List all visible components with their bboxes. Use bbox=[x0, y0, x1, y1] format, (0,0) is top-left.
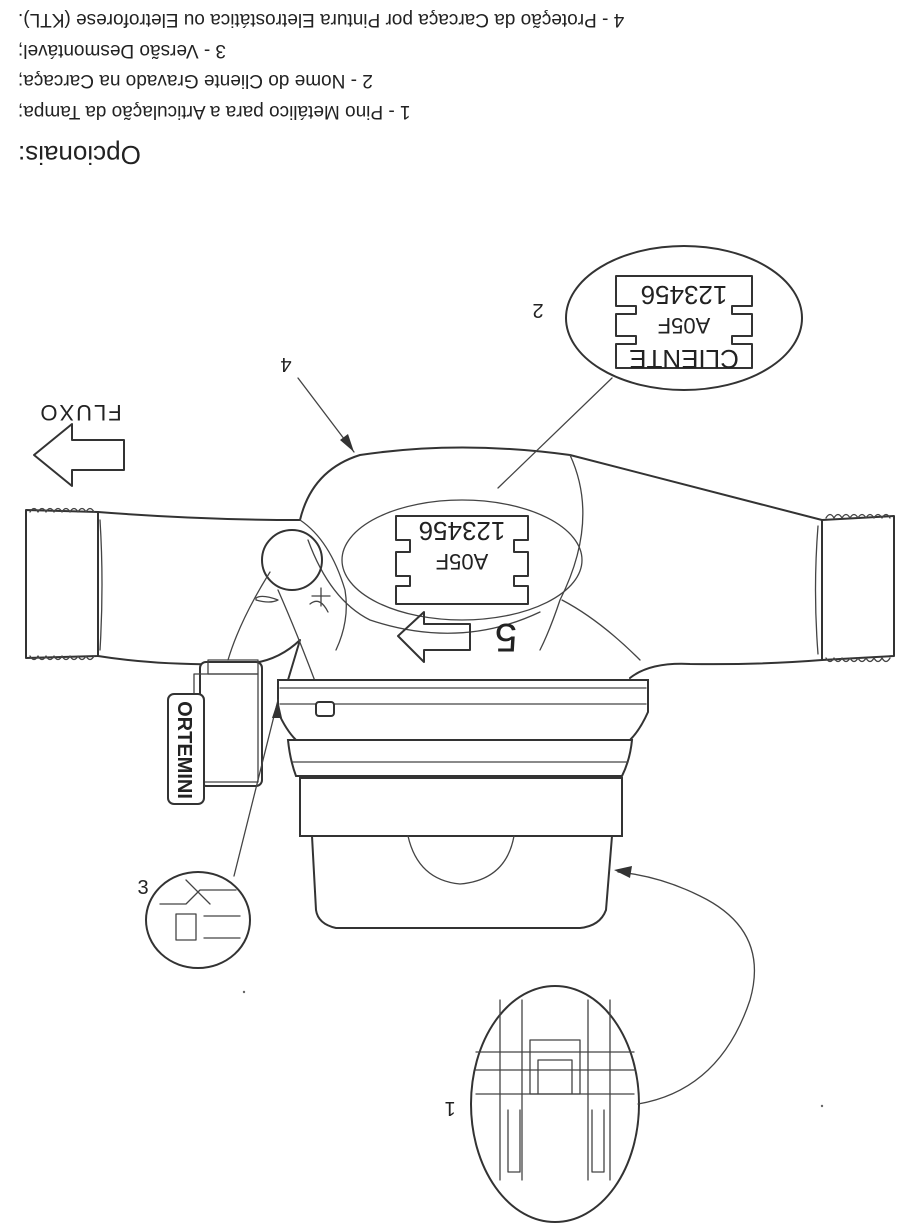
option-item-3: 3 - Versão Desmontável; bbox=[18, 40, 226, 61]
options-heading: Opcionais: bbox=[18, 140, 141, 170]
callout-3-arrowhead-icon bbox=[272, 700, 282, 718]
detail-engraving-serial: 123456 bbox=[641, 280, 728, 310]
casing-flow-arrow-icon bbox=[397, 611, 471, 663]
body-engraving-plate: 123456 A05F bbox=[395, 515, 529, 605]
hinge-pin-boss bbox=[261, 529, 323, 591]
callout-4: 4 bbox=[280, 353, 355, 453]
casing-dn-label: 5 bbox=[495, 615, 517, 659]
callout-2-detail: 2 CLIENTE A05F 123456 bbox=[497, 245, 803, 489]
brand-label: ORTEMINI bbox=[173, 701, 195, 799]
flow-arrow-icon bbox=[33, 423, 125, 487]
callout-1-detail: 1 bbox=[444, 866, 756, 1223]
body-engraving-serial: 123456 bbox=[419, 516, 506, 546]
meter-casing bbox=[97, 446, 823, 681]
right-thread-connection bbox=[814, 513, 895, 663]
callout-4-number: 4 bbox=[280, 353, 291, 375]
callout-3-detail: 3 bbox=[137, 699, 282, 969]
body-engraving-model: A05F bbox=[436, 549, 489, 574]
callout-3-number: 3 bbox=[137, 877, 148, 899]
options-text-block: Opcionais: 1 - Pino Metálico para a Arti… bbox=[18, 9, 624, 170]
scan-speck bbox=[820, 1104, 824, 1108]
flow-label: FLUXO bbox=[38, 400, 121, 425]
detail-engraving-client: CLIENTE bbox=[629, 344, 739, 374]
option-item-4: 4 - Proteção da Carcaça por Pintura Elet… bbox=[18, 9, 624, 30]
engraving-highlight-ellipse bbox=[341, 499, 583, 621]
flow-indicator: FLUXO bbox=[33, 400, 125, 487]
option-item-2: 2 - Nome do Cliente Gravado na Carcaça; bbox=[18, 70, 373, 91]
callout-1-arrowhead-icon bbox=[614, 866, 632, 878]
option-item-1: 1 - Pino Metálico para a Articulação da … bbox=[18, 101, 411, 122]
scan-speck bbox=[242, 990, 246, 994]
seal-plus-icon bbox=[309, 587, 331, 613]
callout-4-arrowhead-icon bbox=[340, 434, 354, 452]
register-ring bbox=[277, 679, 649, 929]
left-thread-connection bbox=[25, 507, 103, 661]
callout-1-number: 1 bbox=[444, 1097, 455, 1119]
detail-engraving-model: A05F bbox=[658, 313, 711, 338]
callout-2-number: 2 bbox=[532, 299, 543, 321]
brand-seal-tag: ORTEMINI bbox=[167, 659, 263, 805]
